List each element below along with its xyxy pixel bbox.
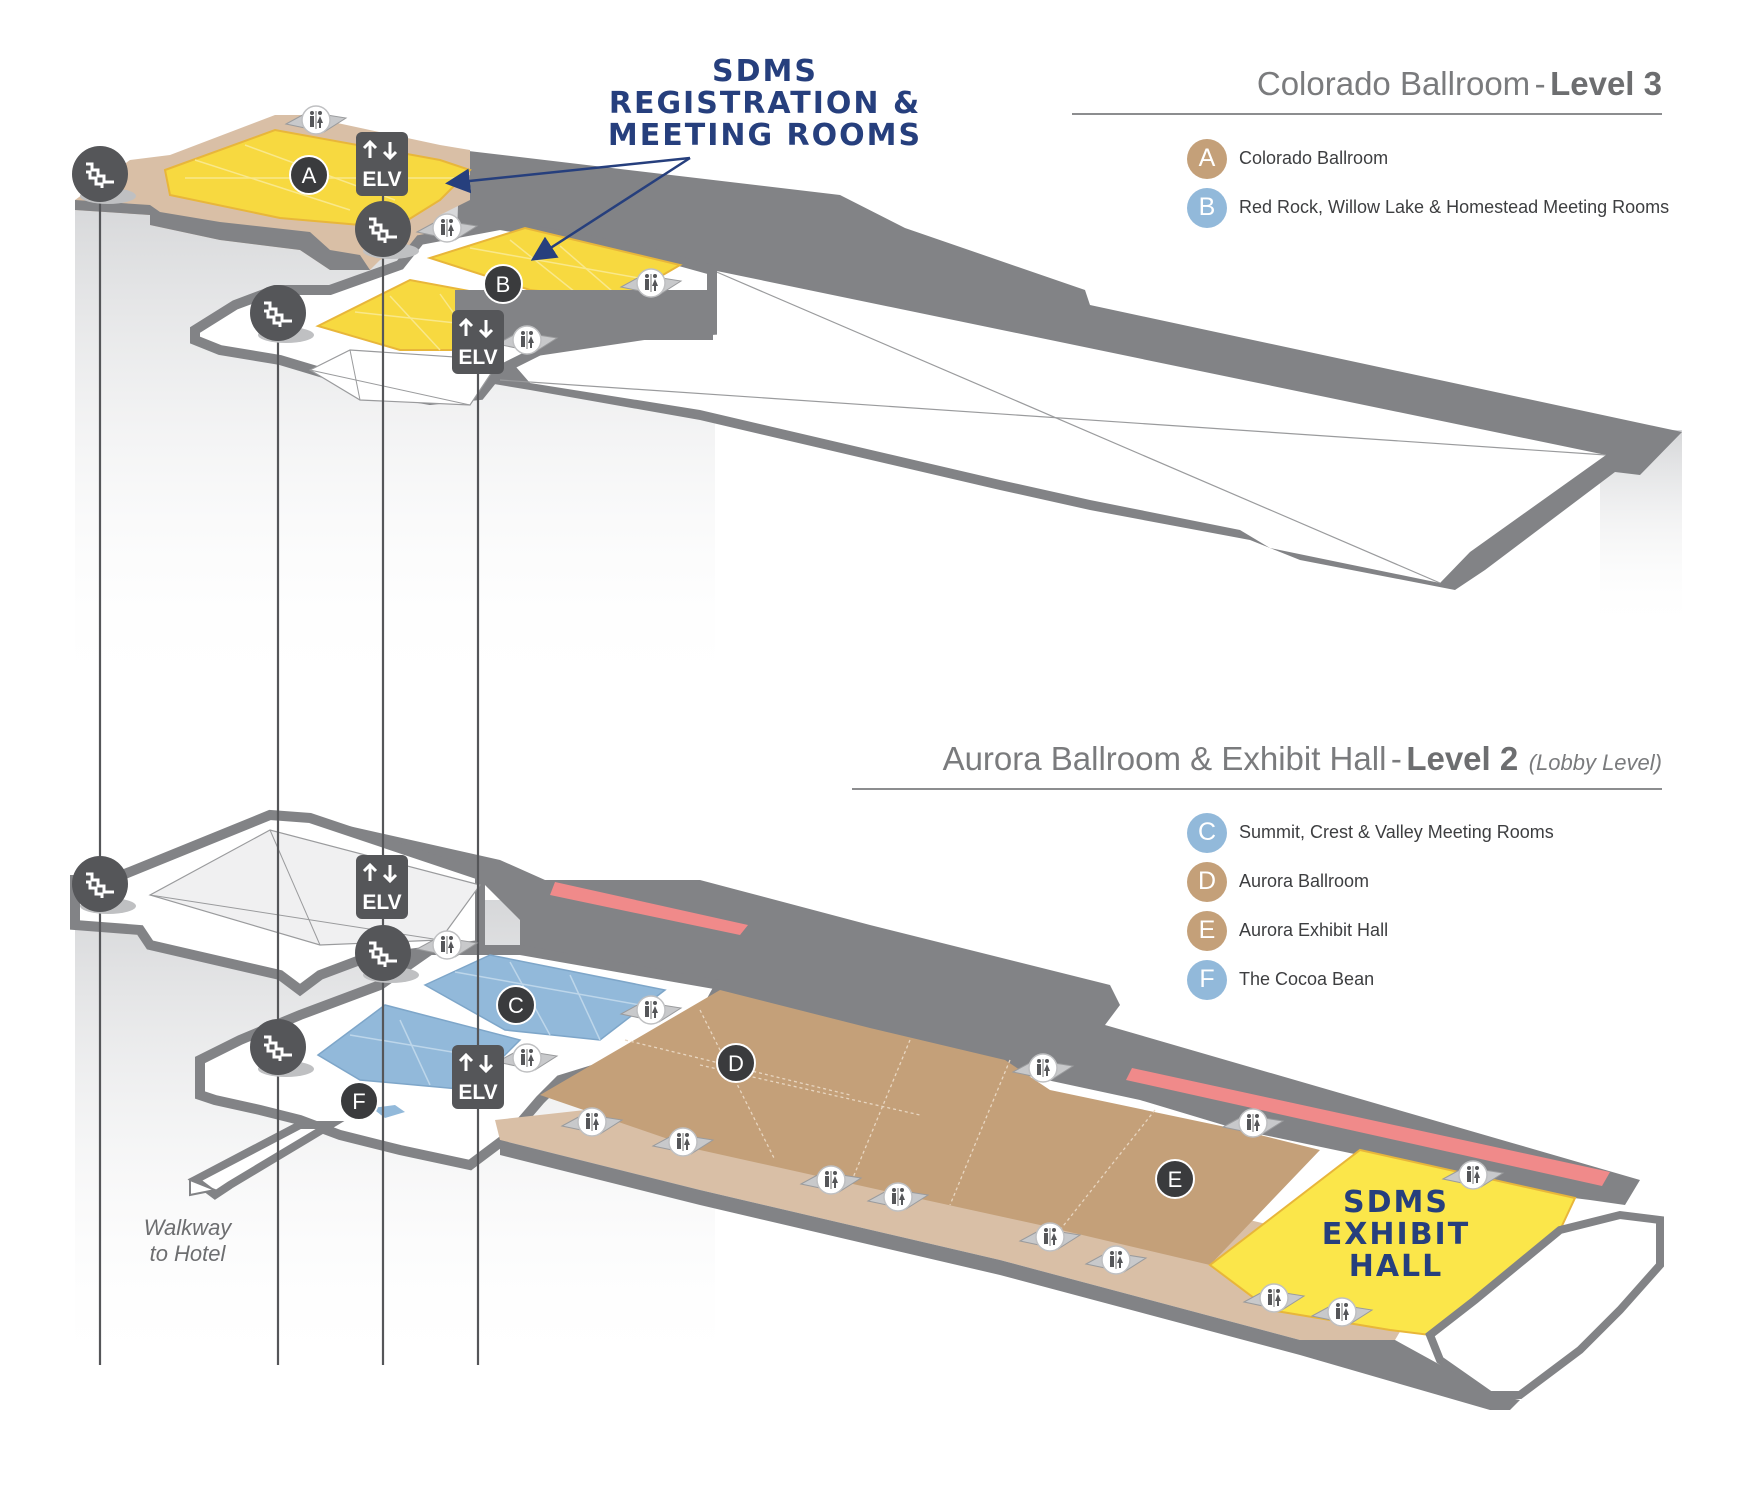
elevator-icon: ELV (356, 132, 408, 196)
restroom-icon (651, 1127, 715, 1157)
restroom-icon (619, 995, 683, 1025)
legend-label-a: Colorado Ballroom (1239, 148, 1389, 168)
elevator-label: ELV (362, 891, 401, 914)
elevator-icon: ELV (452, 310, 504, 374)
registration-callout-line-2: REGISTRATION & (608, 85, 922, 121)
stairs-icon (250, 1019, 314, 1077)
elevator-label: ELV (458, 1081, 497, 1104)
restroom-icon (799, 1165, 863, 1195)
registration-callout-line-1: SDMS (712, 54, 818, 89)
room-marker-e: E (1155, 1159, 1195, 1199)
legend-badge-e: E (1187, 910, 1227, 951)
room-marker-c: C (496, 985, 536, 1025)
room-marker-label: D (728, 1051, 744, 1076)
restroom-icon (1310, 1297, 1374, 1327)
legend-badge-d: D (1187, 861, 1227, 902)
registration-callout: SDMS REGISTRATION & MEETING ROOMS (595, 56, 935, 151)
legend-label-f: The Cocoa Bean (1239, 969, 1375, 989)
room-marker-d: D (716, 1043, 756, 1083)
restroom-markers (284, 105, 1505, 1327)
restroom-icon (284, 105, 348, 135)
elevator-icon: ELV (356, 855, 408, 919)
legend-item-d: D Aurora Ballroom (1187, 857, 1554, 906)
room-marker-label: F (352, 1089, 365, 1114)
level3-header: Colorado Ballroom - Level 3 (1257, 65, 1662, 103)
registration-callout-arrows (445, 156, 691, 261)
level3-level: Level 3 (1550, 65, 1662, 102)
legend-item-c: C Summit, Crest & Valley Meeting Rooms (1187, 808, 1554, 857)
legend-item-e: E Aurora Exhibit Hall (1187, 906, 1554, 955)
elevator-label: ELV (458, 346, 497, 369)
stairs-icon (355, 925, 419, 983)
exhibit-hall-callout: SDMS EXHIBIT HALL (1296, 1187, 1496, 1282)
restroom-icon (560, 1107, 624, 1137)
level2-name: Aurora Ballroom & Exhibit Hall (942, 740, 1387, 777)
restroom-icon (1011, 1053, 1075, 1083)
legend-label-c: Summit, Crest & Valley Meeting Rooms (1239, 822, 1554, 842)
stairs-icon (72, 856, 136, 914)
restroom-icon (619, 268, 683, 298)
level3-separator: - (1534, 65, 1546, 102)
restroom-icon (415, 213, 479, 243)
restroom-icon (1084, 1245, 1148, 1275)
level3-name: Colorado Ballroom (1256, 65, 1531, 102)
legend-label-b: Red Rock, Willow Lake & Homestead Meetin… (1239, 197, 1670, 217)
legend-item-b: B Red Rock, Willow Lake & Homestead Meeti… (1187, 183, 1669, 232)
room-marker-label: A (302, 163, 317, 188)
elevator-icon: ELV (452, 1045, 504, 1109)
legend-label-e: Aurora Exhibit Hall (1239, 920, 1389, 940)
level3-header-rule (1072, 113, 1662, 115)
stairs-icon (250, 285, 314, 343)
restroom-icon (1242, 1283, 1306, 1313)
level2-separator: - (1390, 740, 1402, 777)
legend-badge-b: B (1187, 187, 1227, 228)
room-marker-f: F (339, 1081, 379, 1121)
legend-label-d: Aurora Ballroom (1239, 871, 1370, 891)
room-marker-b: B (483, 264, 523, 304)
room-marker-label: B (496, 272, 511, 297)
restroom-icon (1018, 1222, 1082, 1252)
stairs-markers (72, 146, 419, 1077)
room-marker-label: C (508, 993, 524, 1018)
stairs-icon (355, 201, 419, 259)
exhibit-callout-line-2: EXHIBIT (1321, 1216, 1471, 1252)
elevator-label: ELV (362, 168, 401, 191)
vertical-connector-lines (98, 160, 480, 1365)
registration-callout-line-3: MEETING ROOMS (607, 117, 923, 153)
stairs-icon (72, 146, 136, 204)
exhibit-callout-line-3: HALL (1348, 1248, 1444, 1284)
level2-header: Aurora Ballroom & Exhibit Hall - Level 2… (943, 740, 1662, 778)
restroom-icon (1221, 1108, 1285, 1138)
exhibit-callout-line-1: SDMS (1343, 1185, 1449, 1220)
legend-item-a: A Colorado Ballroom (1187, 134, 1669, 183)
legend-item-f: F The Cocoa Bean (1187, 955, 1554, 1004)
level2-header-rule (852, 788, 1662, 790)
room-letter-markers: A B C D E F (289, 155, 1195, 1199)
restroom-icon (415, 930, 479, 960)
walkway-line-2: to Hotel (149, 1241, 226, 1267)
level2-note: (Lobby Level) (1528, 750, 1662, 775)
restroom-icon (866, 1182, 930, 1212)
legend-badge-a: A (1187, 138, 1227, 179)
elevator-markers: ELV ELV ELV ELV (356, 132, 504, 1109)
restroom-icon (495, 1043, 559, 1073)
restroom-icon (1441, 1160, 1505, 1190)
level2-level: Level 2 (1406, 740, 1519, 777)
walkway-line-1: Walkway (143, 1215, 232, 1240)
room-marker-label: E (1168, 1167, 1183, 1192)
legend-badge-c: C (1187, 812, 1227, 853)
restroom-icon (495, 325, 559, 355)
room-marker-a: A (289, 155, 329, 195)
walkway-to-hotel-label: Walkway to Hotel (120, 1215, 255, 1268)
legend-badge-f: F (1187, 959, 1227, 1000)
